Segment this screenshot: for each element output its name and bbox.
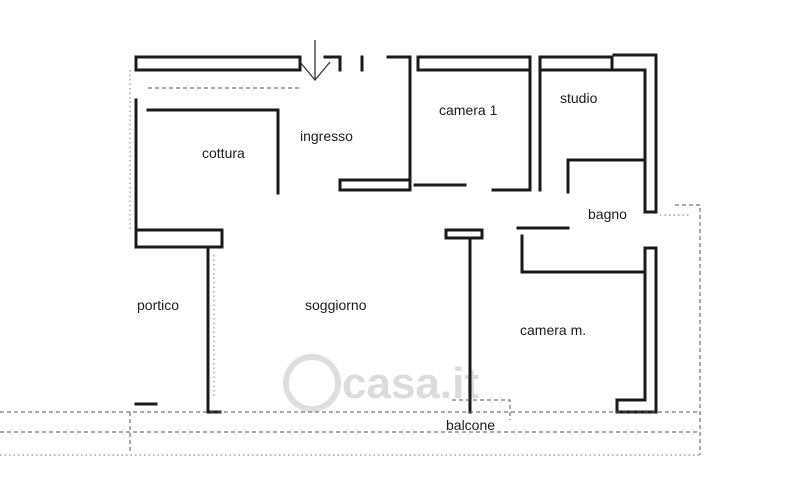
room-label-ingresso: ingresso bbox=[300, 128, 353, 144]
room-label-camera-1: camera 1 bbox=[439, 102, 498, 118]
interior-walls bbox=[338, 68, 647, 414]
room-label-bagno: bagno bbox=[588, 206, 627, 222]
room-label-camera-m: camera m. bbox=[520, 322, 586, 338]
watermark: casa.it bbox=[283, 354, 479, 412]
watermark-logo-icon bbox=[283, 354, 341, 412]
watermark-text: casa.it bbox=[342, 359, 479, 408]
entry-arrow-icon bbox=[299, 40, 331, 82]
room-label-soggiorno: soggiorno bbox=[305, 297, 367, 313]
dashed-outlines bbox=[0, 70, 701, 456]
room-label-portico: portico bbox=[137, 297, 179, 313]
room-label-balcone: balcone bbox=[446, 417, 495, 433]
room-labels: camera 1 studio ingresso cottura bagno p… bbox=[137, 90, 627, 433]
room-label-cottura: cottura bbox=[202, 145, 245, 161]
room-label-studio: studio bbox=[560, 90, 598, 106]
